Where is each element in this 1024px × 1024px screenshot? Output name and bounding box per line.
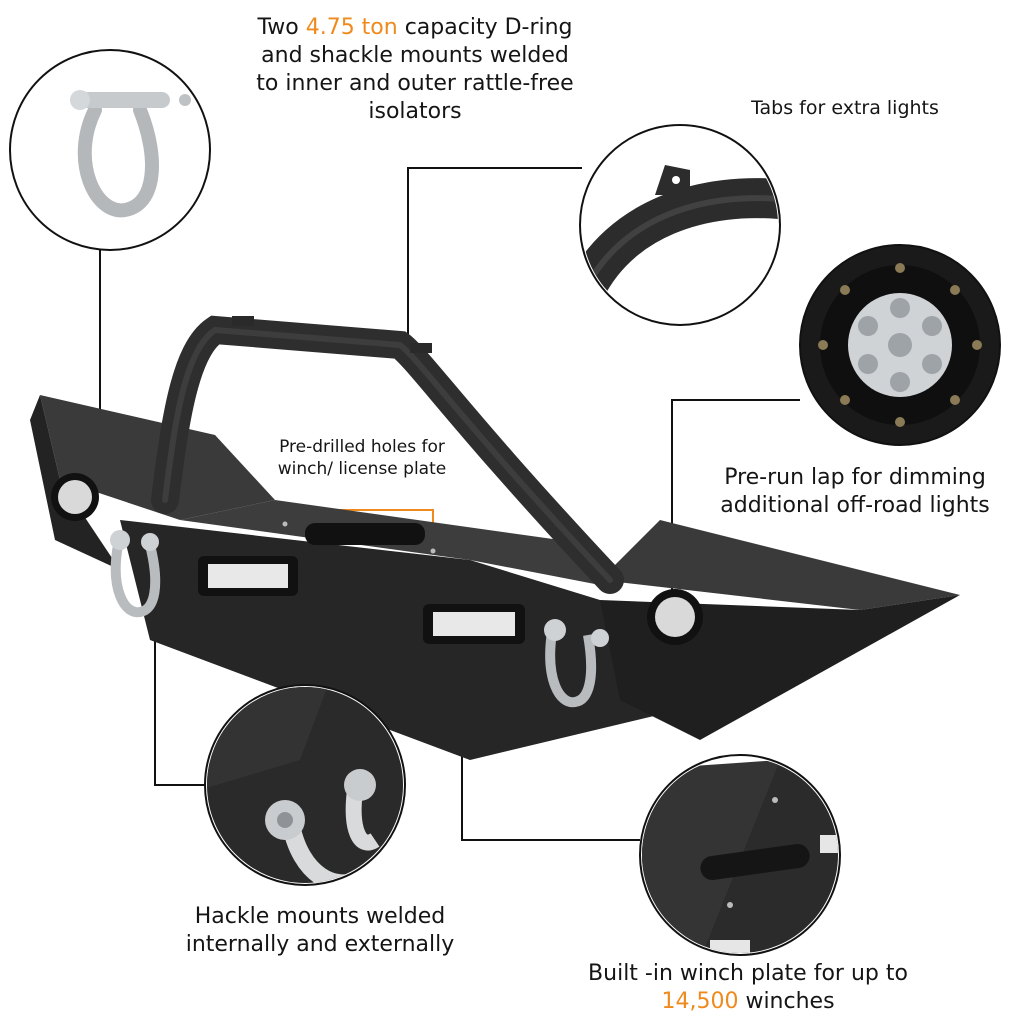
tabs-zoom-circle bbox=[579, 124, 781, 326]
bumper-body bbox=[30, 315, 960, 760]
hackle-caption: Hackle mounts welded internally and exte… bbox=[185, 904, 455, 957]
prerun-caption: Pre-run lap for dimming additional off-r… bbox=[720, 465, 990, 518]
d-ring-caption: Two 4.75 ton capacity D-ring and shackle… bbox=[256, 15, 574, 124]
led-light-zoom-circle bbox=[799, 244, 1001, 446]
leader-line-tabs bbox=[407, 167, 582, 345]
hackle-zoom-circle bbox=[204, 684, 406, 886]
pre-drilled-holes-caption: Pre-drilled holes for winch/ license pla… bbox=[277, 437, 447, 479]
d-ring-zoom-circle bbox=[9, 49, 211, 251]
winch-capacity-highlight: 14,500 bbox=[661, 989, 739, 1014]
d-ring-capacity-highlight: 4.75 ton bbox=[305, 15, 398, 40]
winch-plate-zoom-circle bbox=[639, 754, 841, 956]
tabs-caption: Tabs for extra lights bbox=[751, 97, 939, 119]
winch-caption: Built -in winch plate for up to 14,500 w… bbox=[588, 961, 908, 1014]
leader-line-hackle bbox=[154, 605, 210, 786]
